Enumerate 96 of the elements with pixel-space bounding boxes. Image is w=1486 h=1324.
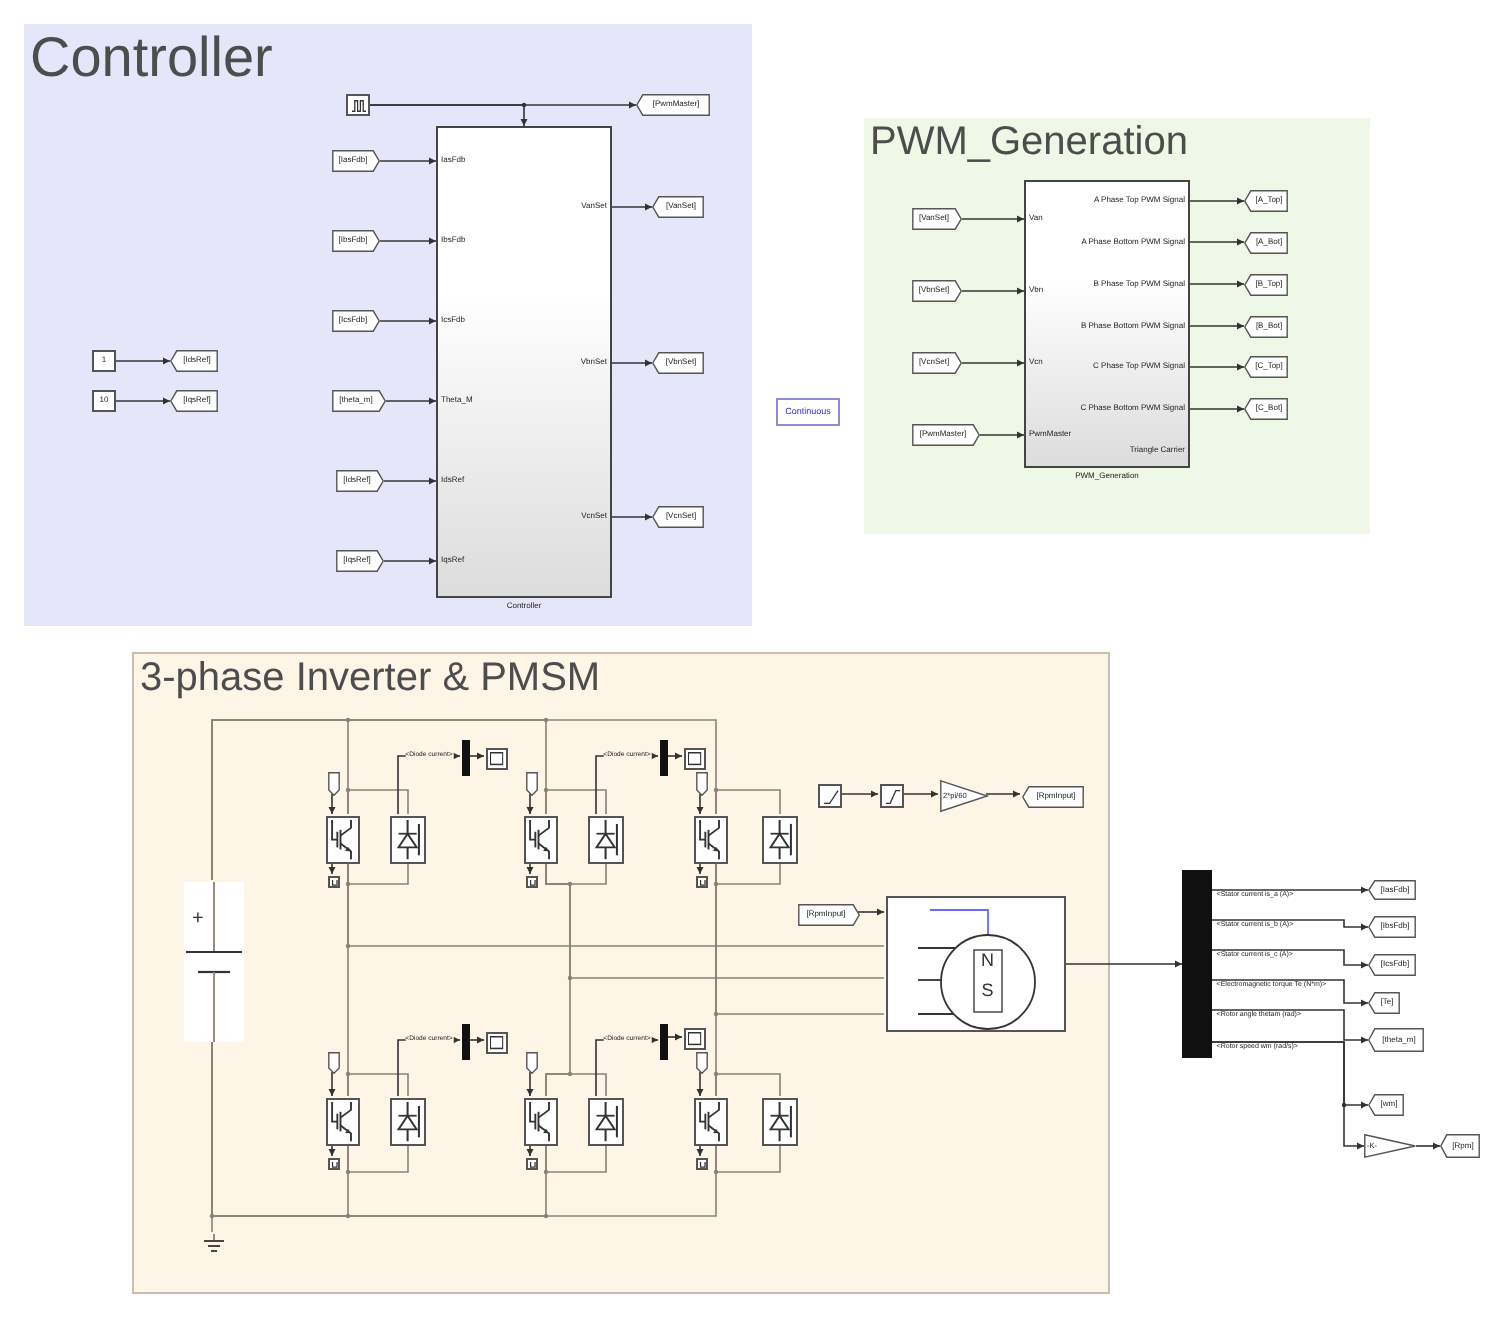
arrow (696, 793, 704, 815)
group-title: 3-phase Inverter & PMSM (140, 656, 601, 702)
group-panel (864, 118, 1370, 534)
polarity-sign: + (192, 910, 204, 930)
arrow (857, 908, 885, 916)
arrow (526, 1143, 534, 1157)
arrow (961, 215, 1025, 223)
arrow (383, 557, 437, 565)
arrow (1211, 949, 1369, 969)
arrow (328, 861, 336, 875)
dc-source-block (184, 882, 244, 1042)
connector-line (347, 789, 409, 815)
arrow (595, 1036, 659, 1097)
from-tag (526, 1052, 538, 1074)
motor-block (886, 896, 1066, 1032)
saturation-block (880, 784, 904, 808)
from-tag (328, 1052, 340, 1074)
arrow (901, 790, 939, 798)
from-tag (696, 1052, 708, 1074)
arrow (611, 513, 653, 521)
ground-icon (204, 1234, 224, 1254)
arrow (526, 793, 534, 815)
group-title: PWM_Generation (870, 120, 1188, 166)
arrow (1063, 960, 1183, 968)
arrow (328, 793, 336, 815)
arrow (665, 1033, 683, 1041)
connector-line (715, 861, 781, 885)
arrow (961, 287, 1025, 295)
arrow (1211, 919, 1369, 931)
pulse-generator-block (346, 94, 370, 116)
connector-line (545, 1143, 607, 1173)
subsystem-block (1024, 180, 1190, 468)
bus-selector-bar (462, 740, 470, 776)
bus-selector-bar (462, 1024, 470, 1060)
connector-line (715, 1143, 781, 1173)
connector-line (545, 789, 607, 815)
arrow (328, 1071, 336, 1097)
arrow (379, 317, 437, 325)
arrow (696, 1143, 704, 1157)
arrow (1189, 405, 1245, 413)
arrow (1189, 363, 1245, 371)
arrow (696, 1071, 704, 1097)
bus-selector-bar (660, 740, 668, 776)
arrow (985, 790, 1021, 798)
ramp-block (818, 784, 842, 808)
group-title: Controller (30, 26, 273, 91)
connector-line (347, 1073, 409, 1097)
arrow (665, 752, 683, 760)
arrow (1189, 238, 1245, 246)
from-tag (328, 772, 340, 796)
connector-line (347, 861, 409, 885)
arrow (383, 477, 437, 485)
arrow (526, 1071, 534, 1097)
arrow (611, 203, 653, 211)
arrow (961, 359, 1025, 367)
arrow (839, 790, 879, 798)
arrow (1189, 322, 1245, 330)
arrow (115, 397, 171, 405)
connector-line (347, 1143, 409, 1173)
arrow (696, 861, 704, 875)
connector-line (545, 861, 885, 979)
arrow (1211, 886, 1369, 894)
group-panel (132, 652, 1110, 1294)
group-panel (24, 24, 752, 626)
arrow (115, 357, 171, 365)
connector-line (347, 861, 885, 947)
arrow (369, 104, 528, 127)
magnet-pole-label: N (981, 952, 994, 970)
magnet-pole-label: S (981, 982, 994, 1000)
arrow (467, 752, 485, 760)
from-tag (526, 772, 538, 796)
subsystem-block (436, 126, 612, 598)
arrow (1211, 1009, 1369, 1044)
arrow (385, 397, 437, 405)
from-tag (696, 772, 708, 796)
arrow (979, 431, 1025, 439)
arrow (328, 1143, 336, 1157)
arrow (595, 752, 659, 815)
arrow (611, 359, 653, 367)
bus-selector-bar (1182, 870, 1212, 1058)
arrow (1211, 979, 1369, 1007)
arrow (379, 157, 437, 165)
connector-line (715, 1073, 781, 1097)
connector-line (715, 789, 781, 815)
arrow (397, 1036, 461, 1097)
arrow (467, 1036, 485, 1044)
arrow (526, 861, 534, 875)
arrow (1189, 197, 1245, 205)
arrow (1415, 1142, 1441, 1150)
bus-selector-bar (660, 1024, 668, 1060)
connector-line (715, 861, 885, 1015)
arrow (379, 237, 437, 245)
arrow (1211, 1041, 1365, 1150)
arrow (397, 752, 461, 815)
connector-line (545, 1073, 607, 1097)
arrow (1189, 280, 1245, 288)
